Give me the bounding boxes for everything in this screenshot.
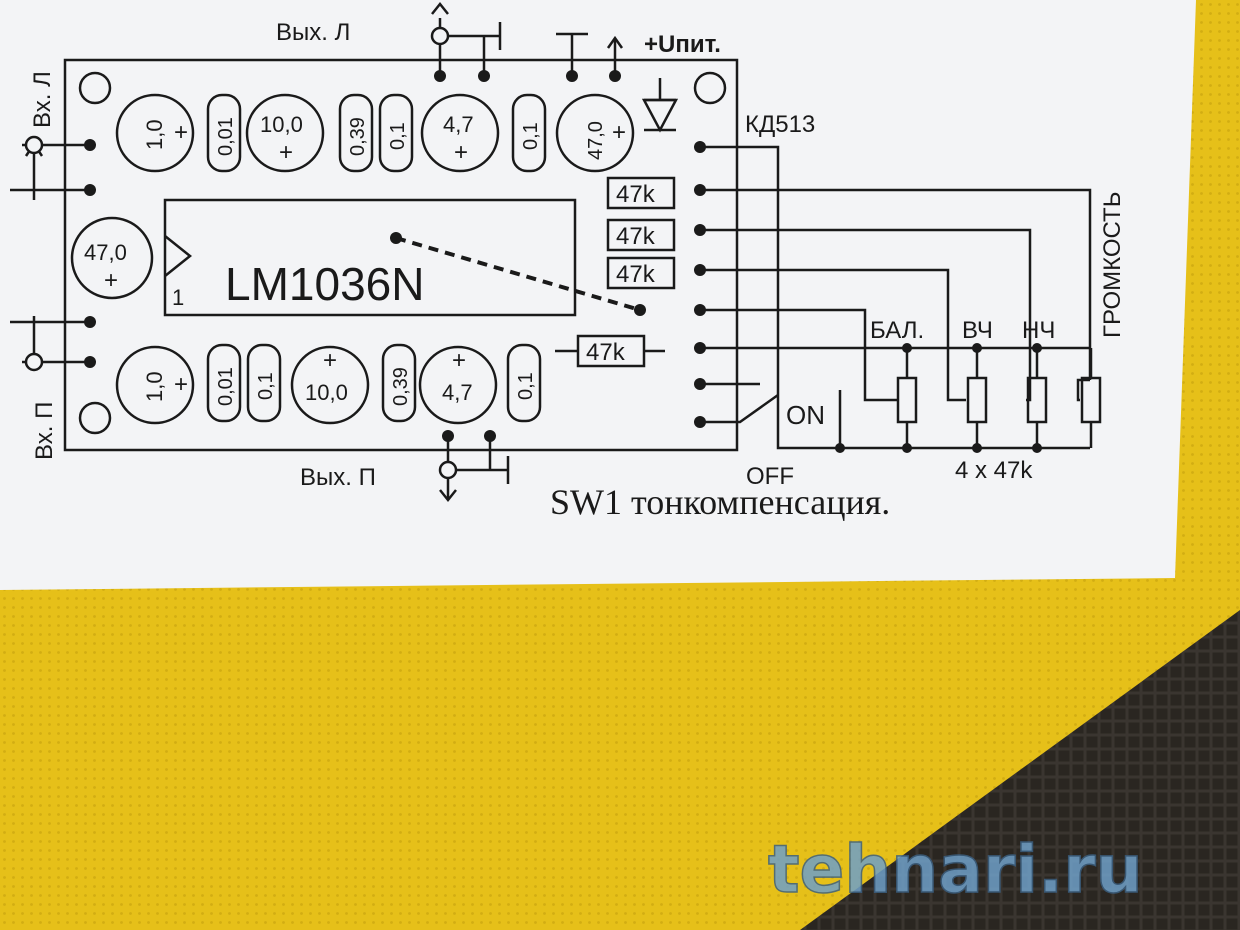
switch-off-label: OFF — [746, 463, 794, 490]
cap-bottom-7-value: 0,1 — [515, 372, 537, 400]
board-outline — [63, 58, 739, 452]
cap-left-value: 47,0 — [84, 240, 127, 265]
out-left-label: Вых. Л — [276, 19, 350, 46]
cap-bottom-2 — [206, 343, 242, 423]
cap-bottom-6 — [418, 345, 498, 425]
resistor-1-label: 47k — [616, 181, 656, 208]
resistor-2-label: 47k — [616, 223, 656, 250]
cap-bottom-4-sign: + — [323, 347, 337, 374]
cap-top-8-sign: + — [612, 119, 626, 146]
dark-fabric — [800, 610, 1240, 930]
cap-left-sign: + — [104, 267, 118, 294]
cap-top-1 — [115, 93, 195, 173]
treble-label: ВЧ — [962, 317, 993, 344]
cap-top-7-value: 0,1 — [520, 122, 542, 150]
cap-top-1-value: 1,0 — [142, 119, 167, 150]
cap-bottom-5-value: 0,39 — [390, 367, 412, 406]
watermark: tehnari.ru — [768, 831, 1143, 908]
cap-top-2-value: 0,01 — [215, 117, 237, 156]
pots-label: 4 x 47k — [955, 457, 1033, 484]
resistor-2 — [606, 218, 676, 252]
diode-label: КД513 — [745, 111, 815, 138]
pin1-label: 1 — [172, 285, 184, 310]
ic-label: LM1036N — [225, 258, 424, 310]
diode-symbol — [641, 78, 679, 133]
in-left-label: Вх. Л — [29, 71, 56, 128]
volume-label: ГРОМКОСТЬ — [1099, 192, 1126, 338]
cap-top-6-sign: + — [454, 139, 468, 166]
cap-bottom-1 — [115, 345, 195, 425]
cap-top-7 — [511, 93, 547, 173]
cap-bottom-3 — [246, 343, 282, 423]
cap-bottom-4-value: 10,0 — [305, 380, 348, 405]
cap-top-5 — [378, 93, 414, 173]
resistor-4-label: 47k — [586, 339, 626, 366]
cap-bottom-2-value: 0,01 — [215, 367, 237, 406]
cap-bottom-4 — [290, 345, 370, 425]
switch-caption: SW1 тонкомпенсация. — [550, 482, 890, 522]
balance-label: БАЛ. — [870, 317, 924, 344]
resistor-1 — [606, 176, 676, 210]
ic-body — [163, 198, 577, 317]
cap-bottom-3-value: 0,1 — [255, 372, 277, 400]
cap-top-8-value: 47,0 — [585, 121, 607, 160]
cap-top-4-value: 0,39 — [347, 117, 369, 156]
out-right-label: Вых. П — [300, 464, 376, 491]
resistor-3-label: 47k — [616, 261, 656, 288]
cap-top-1-sign: + — [174, 119, 188, 146]
bass-label: НЧ — [1022, 317, 1055, 344]
cap-top-3 — [245, 93, 325, 173]
switch-on-label: ON — [786, 400, 825, 430]
cap-top-2 — [206, 93, 242, 173]
cap-top-5-value: 0,1 — [387, 122, 409, 150]
cap-top-3-sign: + — [279, 139, 293, 166]
cap-bottom-1-value: 1,0 — [142, 371, 167, 402]
resistor-3 — [606, 256, 676, 290]
cap-top-6 — [420, 93, 500, 173]
jumper-dashed — [395, 236, 641, 312]
in-right-label: Вх. П — [31, 402, 58, 460]
supply-label: +Uпит. — [644, 31, 721, 58]
cap-bottom-6-value: 4,7 — [442, 380, 473, 405]
cap-bottom-5 — [381, 343, 417, 423]
cap-top-3-value: 10,0 — [260, 112, 303, 137]
cap-bottom-7 — [506, 343, 542, 423]
cap-bottom-6-sign: + — [452, 347, 466, 374]
cap-top-4 — [338, 93, 374, 173]
cap-top-8 — [555, 93, 635, 173]
cap-bottom-1-sign: + — [174, 371, 188, 398]
cap-left — [70, 216, 154, 300]
cap-top-6-value: 4,7 — [443, 112, 474, 137]
